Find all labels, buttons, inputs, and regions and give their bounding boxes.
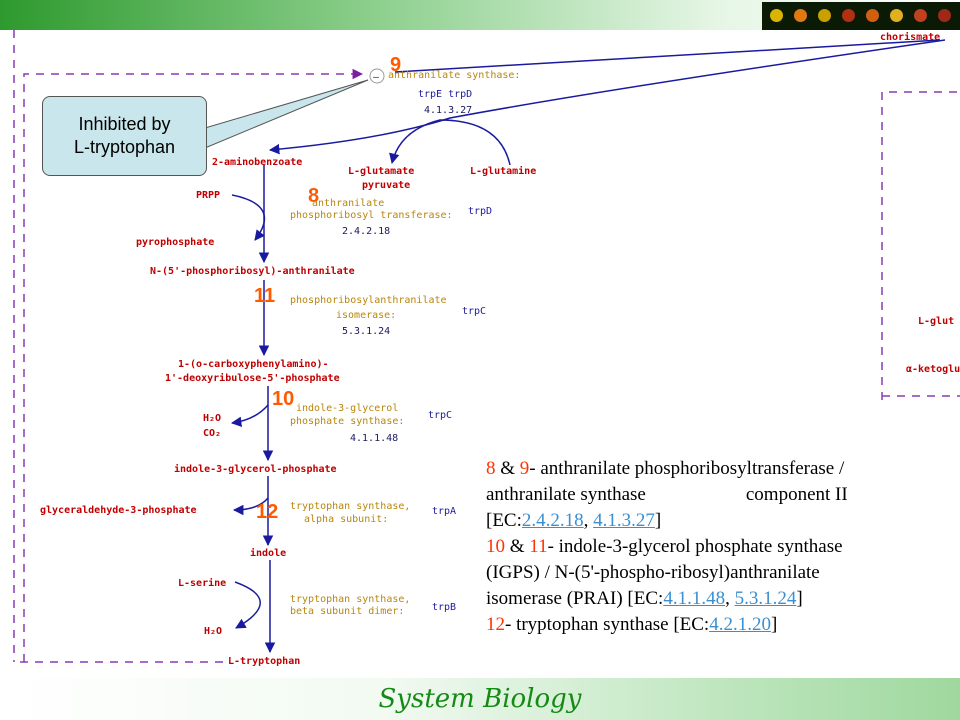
inhibition-mark: –: [373, 72, 380, 83]
legend-close-3: ]: [770, 614, 778, 635]
header-bar: [0, 0, 960, 30]
metabolite-n-phosphoribosyl-anthranilate: N-(5'-phosphoribosyl)-anthranilate: [150, 265, 355, 277]
footer-bar: System Biology: [0, 678, 960, 720]
step-number-12: 12: [256, 501, 278, 523]
metabolite-carboxyphenylamino-line1: 1-(o-carboxyphenylamino)-: [178, 358, 329, 370]
ec-4-1-1-48: 4.1.1.48: [350, 433, 398, 444]
legend-sep-2: ,: [725, 588, 735, 609]
legend-sep-1: ,: [583, 510, 594, 531]
legend-line-2: anthranilate synthase component II: [486, 482, 956, 508]
metabolite-glyceraldehyde-3-phosphate: glyceraldehyde-3-phosphate: [40, 505, 197, 516]
callout-pointer: [204, 79, 369, 149]
metabolite-l-glut-right: L-glut: [918, 316, 954, 327]
arrow-serine-h2o: [234, 581, 261, 629]
pathway-arrows: [230, 39, 946, 654]
ec-5-3-1-24: 5.3.1.24: [342, 326, 390, 337]
arrow-h2o-co2: [230, 404, 269, 427]
legend-text-5: (IGPS) / N-(5'-phospho-ribosyl)anthranil…: [486, 562, 820, 583]
step-number-8: 8: [308, 185, 319, 207]
enzyme-anthranilate-synthase: anthranilate synthase:: [388, 70, 520, 81]
arrow-g3p: [232, 497, 269, 516]
callout-line1: Inhibited by: [78, 114, 171, 134]
legend-ec-prefix-1: [EC:: [486, 510, 522, 531]
legend-text-2: anthranilate synthase: [486, 484, 646, 505]
legend-line-4: 10 & 11- indole-3-glycerol phosphate syn…: [486, 534, 956, 560]
arrow-prpp-pyrophosphate: [231, 194, 266, 241]
legend-close-2: ]: [796, 588, 803, 609]
metabolite-prpp: PRPP: [196, 190, 220, 201]
metabolite-2-aminobenzoate: 2-aminobenzoate: [212, 156, 302, 168]
ec-2-4-2-18: 2.4.2.18: [342, 226, 390, 237]
gene-trpe-trpd: trpE trpD: [418, 89, 472, 100]
metabolite-indole: indole: [250, 547, 286, 559]
metabolite-l-tryptophan: L-tryptophan: [228, 656, 300, 667]
legend-text-4: - indole-3-glycerol phosphate synthase: [547, 536, 843, 557]
metabolite-l-glutamine: L-glutamine: [470, 165, 536, 177]
metabolite-pyruvate: pyruvate: [362, 180, 410, 191]
step-number-9: 9: [390, 54, 401, 76]
enzyme-legend: 8 & 9- anthranilate phosphoribosyltransf…: [486, 456, 956, 638]
legend-line-7: 12- tryptophan synthase [EC:4.2.1.20]: [486, 612, 956, 638]
metabolite-h2o-2: H₂O: [204, 626, 222, 637]
arrow-to-aminobenzoate: [268, 39, 946, 155]
gene-trpd: trpD: [468, 206, 492, 217]
legend-amp-2: &: [505, 536, 530, 557]
legend-step-11: 11: [529, 536, 548, 557]
arrow-glutamine-glutamate: [389, 119, 511, 166]
ec-4-1-3-27: 4.1.3.27: [424, 105, 472, 116]
ec-link-4-2-1-20[interactable]: 4.2.1.20: [709, 614, 771, 635]
enzyme-anthranilate-pt-line2: phosphoribosyl transferase:: [290, 210, 453, 221]
metabolite-l-glutamate: L-glutamate: [348, 166, 414, 177]
enzyme-trp-synthase-beta-line1: tryptophan synthase,: [290, 594, 410, 605]
callout-line2: L-tryptophan: [73, 137, 176, 157]
enzyme-trp-synthase-alpha-line1: tryptophan synthase,: [290, 501, 410, 512]
legend-step-10: 10: [486, 536, 505, 557]
legend-text-7: - tryptophan synthase [EC:: [505, 614, 710, 635]
metabolite-ketoglu-right: α-ketoglu: [906, 364, 960, 375]
step-number-11: 11: [254, 285, 275, 307]
ec-link-5-3-1-24[interactable]: 5.3.1.24: [734, 588, 797, 609]
gene-trpb: trpB: [432, 602, 456, 613]
legend-amp-1: &: [495, 458, 520, 479]
metabolite-pyrophosphate: pyrophosphate: [136, 237, 214, 248]
ec-link-2-4-2-18[interactable]: 2.4.2.18: [521, 510, 584, 531]
chorismate-to-synthase-line: [394, 39, 941, 73]
step-number-10: 10: [272, 388, 294, 410]
legend-line-6: isomerase (PRAI) [EC:4.1.1.48, 5.3.1.24]: [486, 586, 956, 612]
footer-title: System Biology: [378, 684, 582, 714]
flower-thumbnail-icon: [762, 2, 960, 30]
metabolite-chorismate: chorismate: [880, 31, 940, 43]
regulation-dashed-frame: [13, 30, 960, 663]
gene-trpa: trpA: [432, 506, 456, 517]
legend-step-12: 12: [486, 614, 505, 635]
legend-line-3: [EC:2.4.2.18, 4.1.3.27]: [486, 508, 956, 534]
legend-step-9: 9: [519, 458, 530, 479]
legend-text-6: isomerase (PRAI) [EC:: [486, 588, 664, 609]
metabolite-indole-3-glycerol-phosphate: indole-3-glycerol-phosphate: [174, 463, 337, 475]
gene-trpc-2: trpC: [428, 410, 452, 421]
metabolite-co2: CO₂: [203, 428, 221, 439]
enzyme-igp-synthase-line1: indole-3-glycerol: [296, 403, 398, 414]
legend-line-5: (IGPS) / N-(5'-phospho-ribosyl)anthranil…: [486, 560, 956, 586]
legend-line-1: 8 & 9- anthranilate phosphoribosyltransf…: [486, 456, 956, 482]
inhibition-circle: [369, 68, 385, 84]
legend-text-2b: component II: [745, 484, 848, 505]
ec-link-4-1-1-48[interactable]: 4.1.1.48: [663, 588, 726, 609]
enzyme-anthranilate-pt-line1: anthranilate: [312, 198, 384, 209]
metabolite-carboxyphenylamino-line2: 1'-deoxyribulose-5'-phosphate: [165, 372, 340, 384]
legend-text-1: - anthranilate phosphoribosyltransferase…: [529, 458, 845, 479]
inhibition-callout: Inhibited by L-tryptophan: [42, 96, 207, 176]
metabolite-h2o: H₂O: [203, 413, 221, 424]
enzyme-pra-isomerase-line2: isomerase:: [336, 310, 396, 321]
legend-close-1: ]: [654, 510, 662, 531]
legend-step-8: 8: [486, 458, 496, 479]
enzyme-trp-synthase-alpha-line2: alpha subunit:: [304, 514, 388, 525]
enzyme-trp-synthase-beta-line2: beta subunit dimer:: [290, 606, 404, 617]
enzyme-igp-synthase-line2: phosphate synthase:: [290, 416, 404, 427]
ec-link-4-1-3-27[interactable]: 4.1.3.27: [593, 510, 655, 531]
enzyme-pra-isomerase-line1: phosphoribosylanthranilate: [290, 295, 447, 306]
gene-trpc-1: trpC: [462, 306, 486, 317]
metabolite-l-serine: L-serine: [178, 577, 226, 589]
